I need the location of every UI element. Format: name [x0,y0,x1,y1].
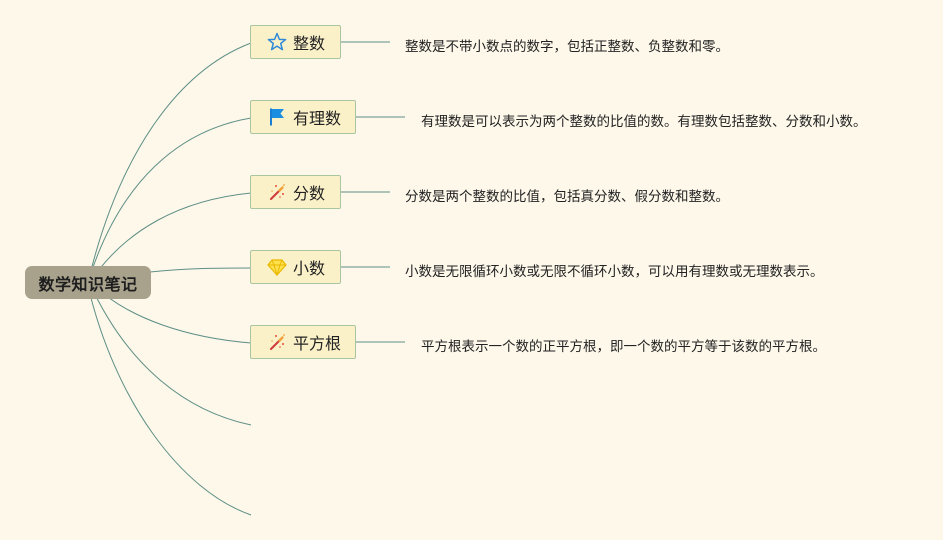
branch-line-empty-1 [89,283,252,426]
topic-youlishu[interactable]: 有理数 [250,100,356,134]
branch-line-zhengshu [87,42,252,283]
topic-description: 小数是无限循环小数或无限不循环小数，可以用有理数或无理数表示。 [405,264,824,280]
topic-label: 小数 [293,259,326,278]
topic-label: 有理数 [293,109,342,128]
star-icon [267,32,287,52]
topic-description: 整数是不带小数点的数字，包括正整数、负整数和零。 [405,39,729,55]
topic-description: 分数是两个整数的比值，包括真分数、假分数和整数。 [405,189,729,205]
magic-wand-icon [267,182,287,202]
branch-line-empty-2 [87,285,252,516]
topic-description: 有理数是可以表示为两个整数的比值的数。有理数包括整数、分数和小数。 [421,114,867,130]
topic-pingfanggen[interactable]: 平方根 [250,325,356,359]
topic-label: 分数 [293,184,326,203]
flag-icon [267,107,287,127]
diamond-icon [267,257,287,277]
magic-wand-icon [267,332,287,352]
topic-zhengshu[interactable]: 整数 [250,25,341,59]
branch-line-youlishu [87,117,252,283]
topic-label: 整数 [293,34,326,53]
branch-line-xiaoshu [149,267,252,273]
root-topic[interactable]: 数学知识笔记 [25,266,151,299]
topic-description: 平方根表示一个数的正平方根，即一个数的平方等于该数的平方根。 [421,339,826,355]
topic-fenshu[interactable]: 分数 [250,175,341,209]
topic-xiaoshu[interactable]: 小数 [250,250,341,284]
branch-line-fenshu [89,192,252,283]
topic-label: 平方根 [293,334,342,353]
root-topic-label: 数学知识笔记 [38,274,138,294]
